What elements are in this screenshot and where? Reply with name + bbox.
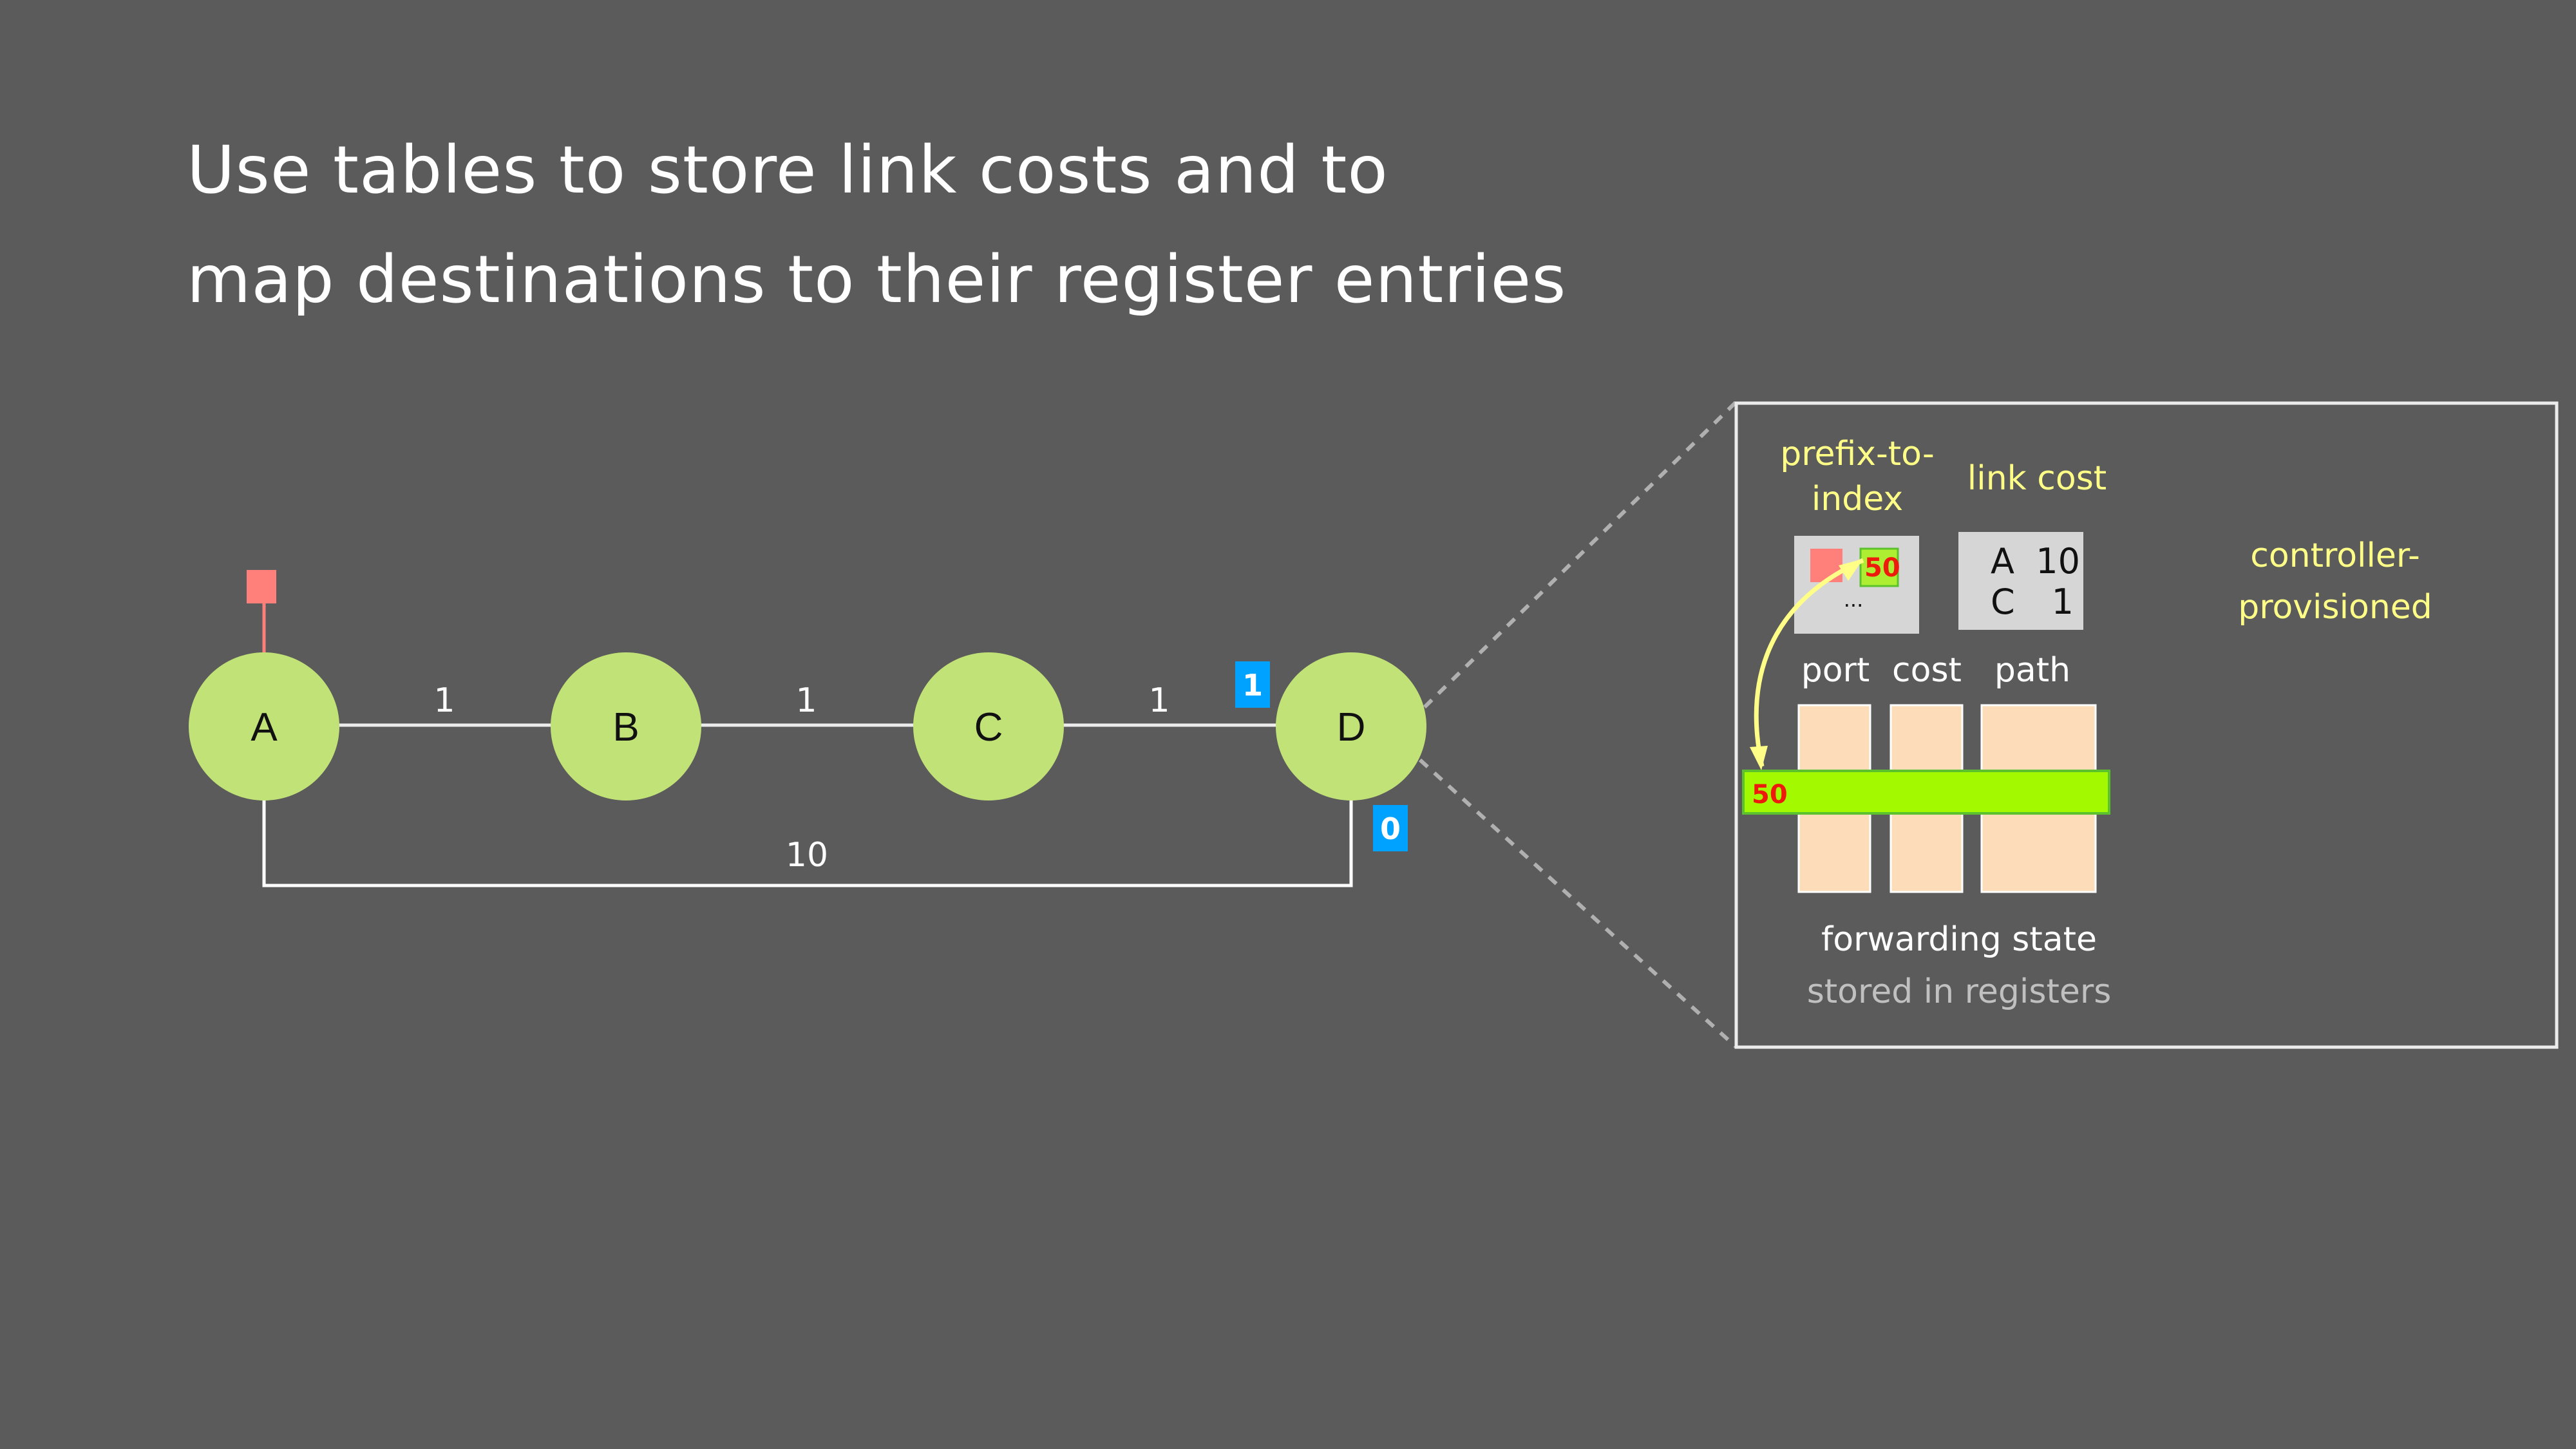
controller-provisioned-line-2: provisioned: [2238, 588, 2432, 627]
index-mapping-arrow: [1754, 558, 1864, 767]
prefix-to-index-table: 50 ...: [1794, 536, 1919, 634]
register-column-port: port: [1801, 651, 1870, 690]
node-c-label: C: [974, 705, 1003, 750]
slide-title-line-1: Use tables to store link costs and to: [187, 132, 1388, 209]
destination-prefix-marker: [247, 570, 276, 603]
register-column-path: path: [1994, 651, 2070, 690]
link-cost-a-d: 10: [786, 836, 828, 875]
link-cost-a-b: 1: [433, 681, 455, 720]
zoom-callout-line-top: [1423, 401, 1738, 709]
prefix-entry-marker: [1810, 549, 1842, 582]
port-badge-1-label: 1: [1242, 668, 1263, 703]
link-cost-row-2-cost: 1: [2052, 582, 2074, 622]
node-b-label: B: [612, 705, 639, 750]
node-d-label: D: [1337, 705, 1366, 750]
link-cost-row-1-node: A: [1991, 541, 2014, 582]
register-entry-index: 50: [1752, 780, 1788, 810]
switch-detail-panel: [1734, 401, 2559, 1049]
prefix-table-title-line-1: prefix-to-: [1780, 435, 1934, 473]
link-cost-c-d: 1: [1148, 681, 1170, 720]
node-c[interactable]: C: [913, 652, 1064, 800]
zoom-callout-line-bottom: [1418, 758, 1738, 1048]
node-a[interactable]: A: [189, 652, 339, 800]
link-cost-b-c: 1: [795, 681, 817, 720]
node-a-label: A: [251, 705, 278, 750]
port-badge-0: [1373, 805, 1408, 851]
register-entry-highlight: [1742, 770, 2110, 815]
controller-provisioned-line-1: controller-: [2250, 536, 2420, 575]
register-column-cost: cost: [1892, 651, 1962, 690]
link-cost-row-2-node: C: [1991, 582, 2015, 622]
node-d[interactable]: D: [1276, 652, 1426, 800]
arrow-head-up-icon: [1839, 559, 1863, 581]
prefix-table-title-line-2: index: [1812, 480, 1903, 518]
prefix-table-more: ...: [1844, 587, 1864, 612]
port-badge-0-label: 0: [1380, 811, 1401, 846]
node-b[interactable]: B: [551, 652, 701, 800]
port-badge-1: [1235, 661, 1270, 708]
link-cost-row-1-cost: 10: [2036, 541, 2080, 582]
link-cost-table-title: link cost: [1967, 459, 2107, 498]
forwarding-state-sublabel: stored in registers: [1807, 972, 2112, 1011]
forwarding-state-label: forwarding state: [1821, 920, 2097, 959]
link-cost-table: A 10 C 1: [1958, 532, 2083, 630]
link-a-d: [262, 797, 1353, 887]
arrow-head-down-icon: [1750, 746, 1768, 770]
prefix-index-cell: [1859, 547, 1899, 587]
prefix-index-value: 50: [1864, 553, 1900, 583]
slide-title-line-2: map destinations to their register entri…: [187, 242, 1567, 318]
